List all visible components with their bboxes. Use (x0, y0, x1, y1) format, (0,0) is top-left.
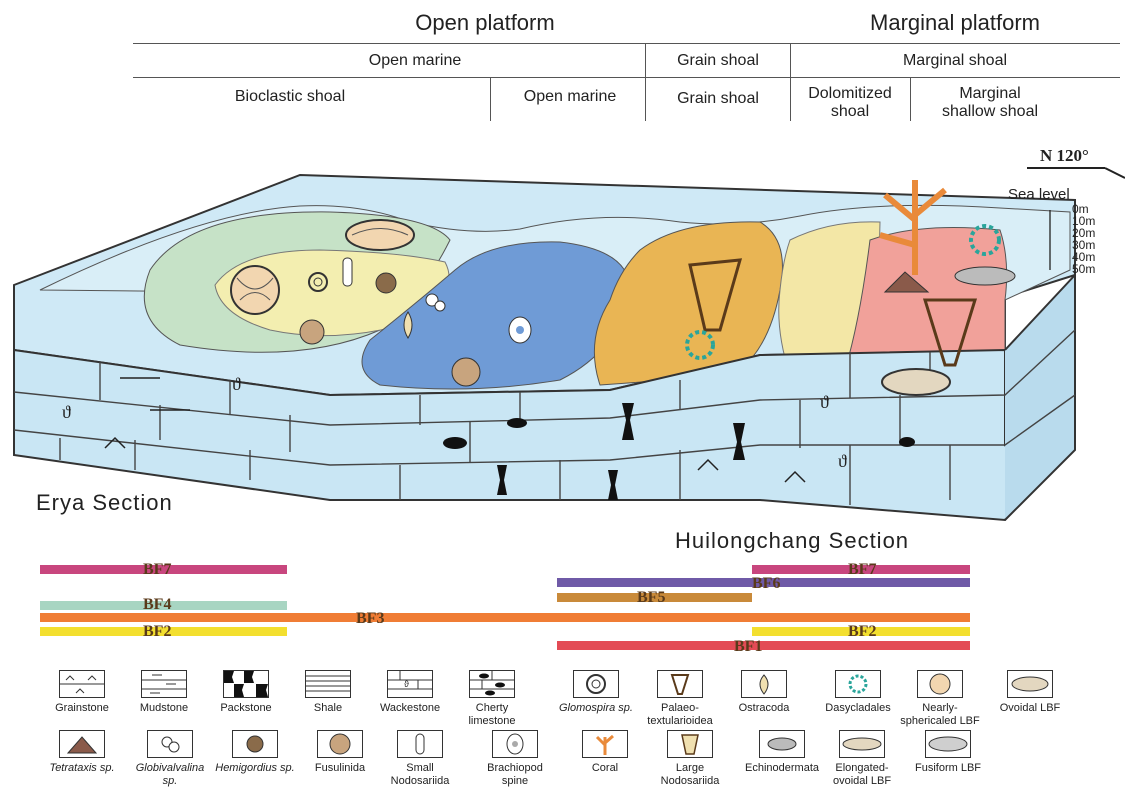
legend-item-brachiopod-spine: Brachiopod spine (475, 730, 555, 788)
bar-label-bf5: BF5 (637, 590, 665, 606)
ovoidal-lbf-icon (1007, 670, 1053, 698)
bar-label-bf6: BF6 (752, 576, 780, 592)
wackestone-icon: ϑ (387, 670, 433, 698)
header-marginal-platform: Marginal platform (830, 10, 1080, 36)
header-divider-b (790, 43, 791, 121)
legend-item-coral: Coral (565, 730, 645, 775)
bar-label-bf2-left: BF2 (143, 624, 171, 640)
header-rule-2 (133, 77, 1120, 78)
bar-label-bf7-left: BF7 (143, 562, 171, 578)
header-open-marine: Open marine (290, 52, 540, 70)
bar-bf3 (40, 613, 970, 622)
cherty-limestone-icon (469, 670, 515, 698)
nearly-spherical-lbf-icon (917, 670, 963, 698)
fossil-fusulinida-icon (300, 320, 324, 344)
coral-icon (582, 730, 628, 758)
brachiopod-spine-icon (492, 730, 538, 758)
header-divider-d (910, 77, 911, 121)
header-open-platform: Open platform (380, 10, 590, 36)
huilongchang-section-label: Huilongchang Section (675, 528, 909, 554)
legend-item-grainstone: Grainstone (42, 670, 122, 715)
header-bioclastic-shoal: Bioclastic shoal (200, 88, 380, 106)
small-nodosariida-icon (397, 730, 443, 758)
bar-label-bf1: BF1 (734, 639, 762, 655)
header-grain-shoal-2: Grain shoal (648, 90, 788, 108)
legend-item-dasycladales: Dasycladales (818, 670, 898, 715)
header-open-marine-2: Open marine (505, 88, 635, 106)
legend-item-elongated-ovoidal-lbf: Elongated- ovoidal LBF (822, 730, 902, 788)
bar-bf1 (557, 641, 970, 650)
dasycladales-icon (835, 670, 881, 698)
elongated-ovoidal-lbf-icon (839, 730, 885, 758)
header-divider-c (490, 77, 491, 121)
svg-text:ϑ: ϑ (820, 392, 829, 412)
fossil-small-nodosariida-icon (343, 258, 352, 286)
header-divider-a (645, 43, 646, 121)
legend-item-ovoidal-lbf: Ovoidal LBF (990, 670, 1070, 715)
legend-item-shale: Shale (288, 670, 368, 715)
legend-item-large-nodosariida: Large Nodosariida (650, 730, 730, 788)
legend-item-hemigordius: Hemigordius sp. (215, 730, 295, 775)
fossil-hemigordius-icon (376, 273, 396, 293)
header-rule-1 (133, 43, 1120, 44)
legend-item-packstone: Packstone (206, 670, 286, 715)
legend-item-small-nodosariida: Small Nodosariida (380, 730, 460, 788)
fossil-brachiopod-spine-icon (509, 317, 531, 343)
header-grain-shoal-1: Grain shoal (648, 52, 788, 70)
legend-item-echinodermata: Echinodermata (742, 730, 822, 775)
glomospira-icon (573, 670, 619, 698)
ostracoda-icon (741, 670, 787, 698)
legend-item-mudstone: Mudstone (124, 670, 204, 715)
large-nodosariida-icon (667, 730, 713, 758)
packstone-icon (223, 670, 269, 698)
legend-item-fusulinida: Fusulinida (300, 730, 380, 775)
legend-item-nearly-spherical-lbf: Nearly-sphericaled LBF (900, 670, 980, 728)
legend-item-wackestone: ϑ Wackestone (370, 670, 450, 715)
shale-icon (305, 670, 351, 698)
legend-item-palaeotextularioidea: Palaeo- textularioidea (640, 670, 720, 728)
svg-text:ϑ: ϑ (62, 402, 71, 422)
fusulinida-icon (317, 730, 363, 758)
platform-block-diagram: ϑ ϑ ϑ ϑ (0, 140, 1132, 540)
legend-item-cherty-limestone: Cherty limestone (452, 670, 532, 728)
mudstone-icon (141, 670, 187, 698)
legend-item-fusiform-lbf: Fusiform LBF (908, 730, 988, 775)
bar-label-bf4: BF4 (143, 597, 171, 613)
legend-item-ostracoda: Ostracoda (724, 670, 804, 715)
echinodermata-icon (759, 730, 805, 758)
legend-item-tetrataxis: Tetrataxis sp. (42, 730, 122, 775)
fossil-nearly-spherical-lbf-icon (231, 266, 279, 314)
bar-label-bf7-right: BF7 (848, 562, 876, 578)
tetrataxis-icon (59, 730, 105, 758)
fossil-echinodermata-icon (955, 267, 1015, 285)
legend-item-glomospira: Glomospira sp. (556, 670, 636, 715)
svg-text:ϑ: ϑ (404, 679, 409, 689)
globivalvulina-icon (147, 730, 193, 758)
legend-item-globivalvulina: Globivalvalina sp. (130, 730, 210, 788)
header-marginal-shoal: Marginal shoal (860, 52, 1050, 70)
svg-text:ϑ: ϑ (838, 451, 847, 471)
bar-label-bf3: BF3 (356, 611, 384, 627)
depth-50: 50m (1072, 262, 1095, 276)
fusiform-lbf-icon (925, 730, 971, 758)
palaeotextularioidea-icon (657, 670, 703, 698)
hemigordius-icon (232, 730, 278, 758)
grainstone-icon (59, 670, 105, 698)
bar-label-bf2-right: BF2 (848, 624, 876, 640)
svg-text:ϑ: ϑ (232, 374, 241, 394)
fossil-fusulinida-icon-2 (452, 358, 480, 386)
sea-level-label: Sea level (1008, 186, 1070, 203)
fossil-fusiform-lbf-icon (882, 369, 950, 395)
erya-section-label: Erya Section (36, 490, 173, 516)
fossil-ovoidal-lbf-icon (346, 220, 414, 250)
